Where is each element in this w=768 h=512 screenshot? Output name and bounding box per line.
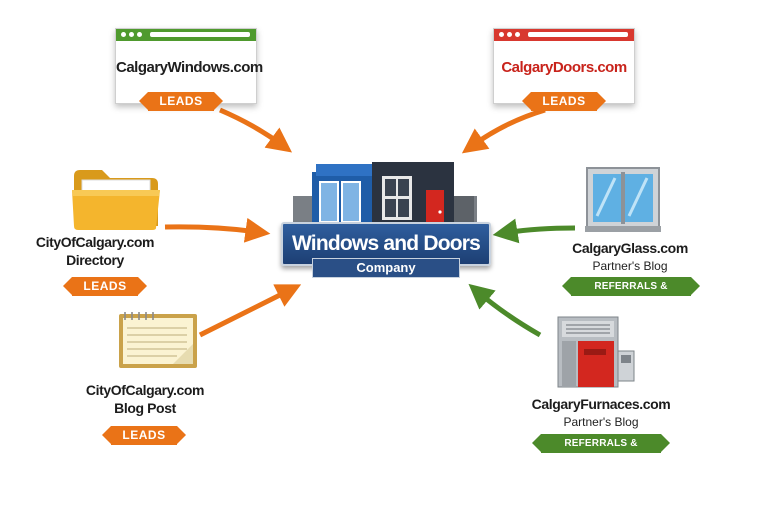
folder-icon xyxy=(72,170,160,230)
arrow-furnaces xyxy=(468,283,542,338)
furnace-icon xyxy=(557,316,635,388)
glass-title: CalgaryGlass.com xyxy=(572,240,688,256)
sliding-window-icon xyxy=(585,167,661,232)
arrow-glass xyxy=(492,218,576,244)
arrow-blog-post xyxy=(198,284,302,338)
arrow-windows xyxy=(219,107,293,153)
browser-title-bar xyxy=(116,29,256,41)
blog-post-subtitle: Blog Post xyxy=(114,400,176,416)
company-subtitle: Company xyxy=(312,258,460,278)
arrow-doors xyxy=(461,107,546,154)
furnaces-ribbon: REFERRALS & AUTHORITY xyxy=(532,434,670,468)
browser-title-bar xyxy=(494,29,634,41)
directory-subtitle: Directory xyxy=(66,252,124,268)
calgary-doors-ribbon: LEADS xyxy=(522,92,606,111)
building-logo-icon xyxy=(293,162,477,230)
browser-window-icon: CalgaryWindows.com xyxy=(115,28,263,104)
furnaces-title: CalgaryFurnaces.com xyxy=(531,396,671,412)
blog-post-ribbon: LEADS xyxy=(102,426,186,445)
notepad-icon xyxy=(119,312,197,368)
browser-window-icon: CalgaryDoors.com xyxy=(493,28,635,104)
blog-post-title: CityOfCalgary.com xyxy=(85,382,205,398)
calgary-doors-site: CalgaryDoors.com xyxy=(501,59,627,76)
calgary-windows-ribbon: LEADS xyxy=(139,92,223,111)
directory-ribbon: LEADS xyxy=(63,277,147,296)
furnaces-subtitle: Partner's Blog xyxy=(563,415,639,429)
directory-title: CityOfCalgary.com xyxy=(35,234,155,250)
calgary-windows-site: CalgaryWindows.com xyxy=(116,59,263,76)
arrow-directory xyxy=(164,217,271,243)
glass-ribbon: REFERRALS & AUTHORITY xyxy=(562,277,700,311)
glass-subtitle: Partner's Blog xyxy=(592,259,668,273)
